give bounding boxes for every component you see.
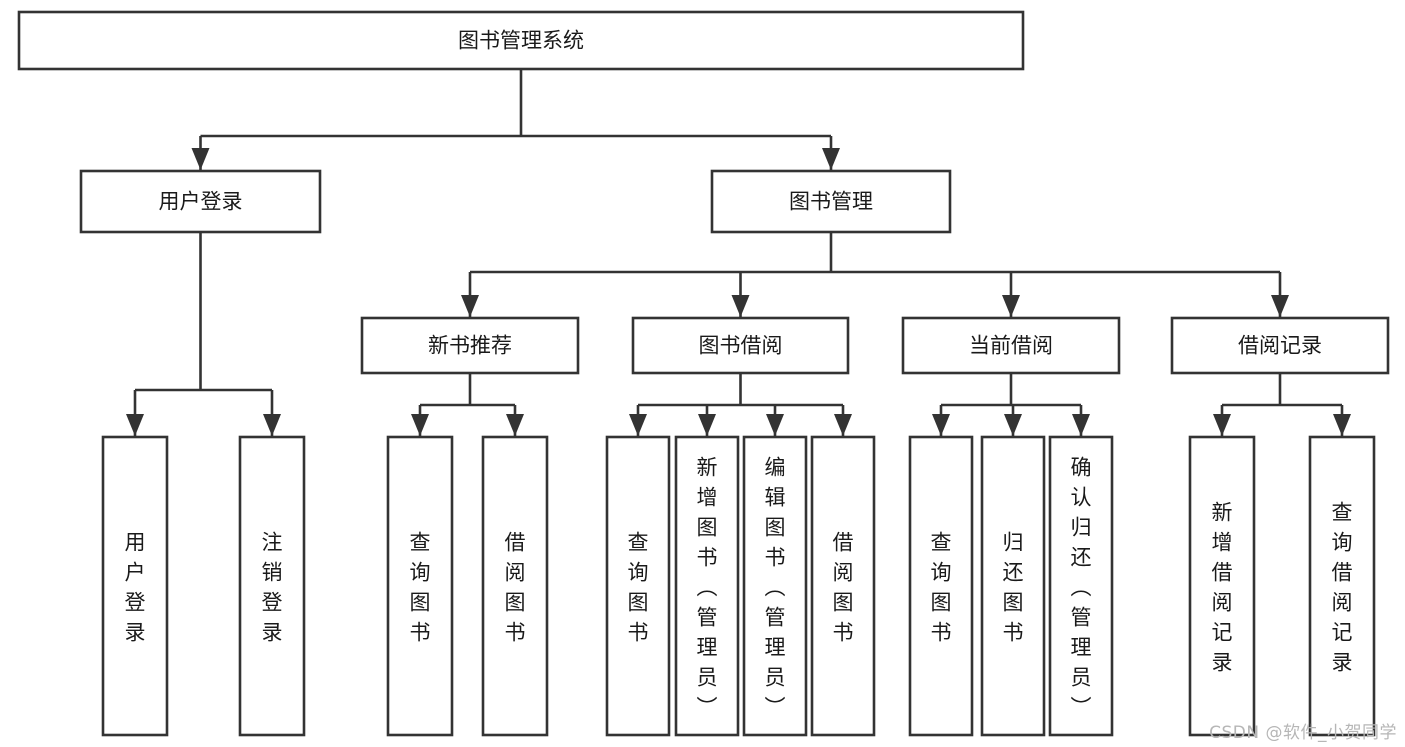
node-leaf-query-book-3[interactable]: 查询图书 — [908, 435, 974, 737]
node-leaf-borrow-book-1[interactable]: 借阅图书 — [481, 435, 549, 737]
node-current-borrow[interactable]: 当前借阅 — [901, 316, 1121, 375]
node-book-borrow[interactable]: 图书借阅 — [631, 316, 850, 375]
node-label: 查询图书 — [410, 530, 431, 644]
node-root[interactable]: 图书管理系统 — [17, 10, 1025, 71]
arrow-head-icon — [1072, 414, 1090, 436]
node-leaf-user-login[interactable]: 用户登录 — [101, 435, 169, 737]
node-box — [360, 316, 580, 375]
node-box — [908, 435, 974, 737]
node-user-login[interactable]: 用户登录 — [79, 169, 322, 234]
arrow-head-icon — [766, 414, 784, 436]
node-box — [674, 435, 740, 737]
node-leaf-query-record[interactable]: 查询借阅记录 — [1308, 435, 1376, 737]
arrow-head-icon — [126, 414, 144, 436]
arrow-head-icon — [461, 295, 479, 317]
node-box — [631, 316, 850, 375]
node-box — [79, 169, 322, 234]
node-box — [1308, 435, 1376, 737]
node-leaf-return-book[interactable]: 归还图书 — [980, 435, 1046, 737]
node-box — [710, 169, 952, 234]
node-box — [810, 435, 876, 737]
connector-book-borrow-to-leaves — [629, 373, 852, 436]
connector-current-borrow-to-leaves — [932, 373, 1090, 436]
node-label: 查询借阅记录 — [1332, 500, 1353, 674]
node-label: 注销登录 — [262, 530, 283, 644]
node-label: 新增图书︵管理员︶ — [697, 455, 718, 719]
node-leaf-borrow-book-2[interactable]: 借阅图书 — [810, 435, 876, 737]
node-label: 编辑图书︵管理员︶ — [765, 455, 786, 719]
node-leaf-add-book[interactable]: 新增图书︵管理员︶ — [674, 435, 740, 737]
node-box — [17, 10, 1025, 71]
node-box — [742, 435, 808, 737]
node-box — [1188, 435, 1256, 737]
arrow-head-icon — [1004, 414, 1022, 436]
node-box — [901, 316, 1121, 375]
arrow-head-icon — [263, 414, 281, 436]
arrow-head-icon — [731, 295, 750, 317]
connector-new-book-recommend-to-leaves — [411, 373, 524, 436]
node-box — [386, 435, 454, 737]
node-label: 新书推荐 — [428, 334, 512, 358]
connector-user-login-to-leaves — [126, 232, 281, 436]
node-box — [238, 435, 306, 737]
node-book-manage[interactable]: 图书管理 — [710, 169, 952, 234]
node-leaf-query-book-2[interactable]: 查询图书 — [605, 435, 671, 737]
node-box — [605, 435, 671, 737]
node-label: 查询图书 — [628, 530, 649, 644]
node-label: 图书管理 — [789, 190, 873, 214]
node-label: 当前借阅 — [969, 334, 1053, 358]
arrow-head-icon — [698, 414, 716, 436]
node-label: 图书管理系统 — [458, 29, 584, 53]
node-label: 确认归还︵管理员︶ — [1071, 455, 1092, 719]
connector-book-manage-to-level2 — [461, 232, 1289, 317]
node-leaf-user-logout[interactable]: 注销登录 — [238, 435, 306, 737]
node-box — [980, 435, 1046, 737]
arrow-head-icon — [1213, 414, 1231, 436]
node-label: 借阅图书 — [505, 530, 526, 644]
arrow-head-icon — [1271, 295, 1289, 317]
node-label: 借阅记录 — [1238, 334, 1322, 358]
node-borrow-record[interactable]: 借阅记录 — [1170, 316, 1390, 375]
connector-root-to-level1 — [191, 69, 840, 170]
node-leaf-edit-book[interactable]: 编辑图书︵管理员︶ — [742, 435, 808, 737]
node-layer: 图书管理系统用户登录图书管理新书推荐图书借阅当前借阅借阅记录用户登录注销登录查询… — [17, 10, 1390, 737]
node-leaf-query-book-1[interactable]: 查询图书 — [386, 435, 454, 737]
node-label: 用户登录 — [125, 530, 146, 644]
node-label: 图书借阅 — [699, 334, 783, 358]
node-new-book-recommend[interactable]: 新书推荐 — [360, 316, 580, 375]
node-box — [101, 435, 169, 737]
arrow-head-icon — [834, 414, 852, 436]
node-label: 用户登录 — [159, 190, 243, 214]
node-label: 新增借阅记录 — [1212, 500, 1233, 674]
arrow-head-icon — [1333, 414, 1351, 436]
arrow-head-icon — [822, 148, 840, 170]
arrow-head-icon — [411, 414, 429, 436]
arrow-head-icon — [1002, 295, 1020, 317]
arrow-head-icon — [191, 148, 210, 170]
arrow-head-icon — [932, 414, 950, 436]
node-label: 归还图书 — [1003, 530, 1024, 644]
node-leaf-add-record[interactable]: 新增借阅记录 — [1188, 435, 1256, 737]
arrow-head-icon — [629, 414, 647, 436]
node-box — [1048, 435, 1114, 737]
node-label: 借阅图书 — [833, 530, 854, 644]
node-box — [481, 435, 549, 737]
connector-borrow-record-to-leaves — [1213, 373, 1351, 436]
connector-layer — [126, 69, 1351, 436]
node-leaf-confirm-return[interactable]: 确认归还︵管理员︶ — [1048, 435, 1114, 737]
node-box — [1170, 316, 1390, 375]
arrow-head-icon — [506, 414, 524, 436]
node-label: 查询图书 — [931, 530, 952, 644]
watermark-label: CSDN @软件_小贺同学 — [1209, 723, 1397, 743]
